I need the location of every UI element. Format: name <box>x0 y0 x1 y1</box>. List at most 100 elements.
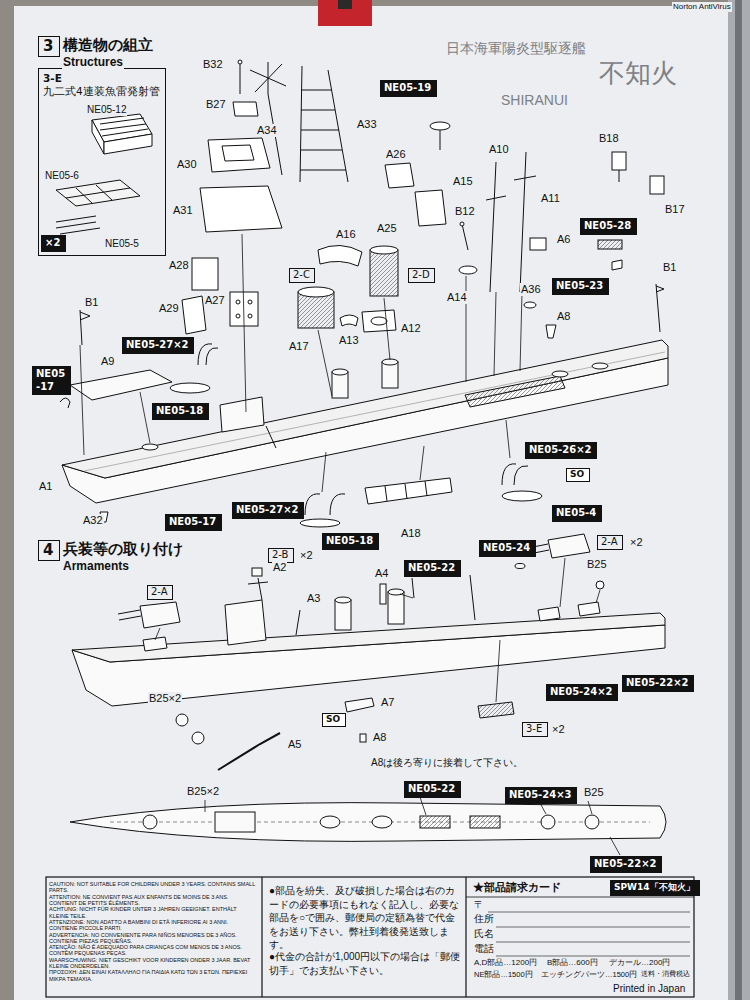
section-heading: 兵装等の取り付け <box>62 540 184 558</box>
form-field: 電話 <box>473 943 495 955</box>
price-item: B部品…600円 <box>546 958 599 968</box>
ship-hull-structures <box>220 397 264 432</box>
ship-parts <box>300 170 346 171</box>
ship-side-view <box>176 714 188 726</box>
ship-parts <box>340 315 358 326</box>
section-heading: Armaments <box>62 559 130 573</box>
leader-line <box>420 446 424 480</box>
ship-parts <box>300 66 302 182</box>
part-code-tag: NE05-17 <box>32 366 71 395</box>
ship-side-view <box>388 592 404 624</box>
photo-background <box>338 0 352 9</box>
option-box: SO <box>322 713 346 727</box>
part-number: B1 <box>84 296 99 309</box>
part-number: A33 <box>356 118 378 131</box>
ship-parts <box>268 62 269 94</box>
ship-parts <box>222 145 254 161</box>
part-code-tag: NE05-17 <box>165 514 222 531</box>
leader-line <box>155 558 600 702</box>
parts-request-frame <box>488 912 690 913</box>
ship-parts <box>486 196 506 200</box>
step-number-box: 4 <box>38 540 60 561</box>
ship-side-view <box>72 534 665 770</box>
ship-parts <box>248 314 252 318</box>
ship-side-view <box>478 702 514 718</box>
part-number: B17 <box>664 203 686 216</box>
part-code-tag: NE05-24 <box>479 540 536 557</box>
part-code-tag: NE05-18 <box>152 403 209 420</box>
ship-parts <box>546 325 556 338</box>
leader-line <box>384 298 390 360</box>
ship-hull-structures <box>60 398 70 408</box>
node-label: NE05-26×2 <box>529 444 593 457</box>
part-code: NE05-12 <box>86 104 127 116</box>
ship-parts <box>238 60 242 64</box>
ship-plan-view <box>143 815 157 829</box>
ship-parts <box>365 478 452 504</box>
show-through-title: 日本海軍陽炎型駆逐艦 <box>445 40 587 57</box>
leader-line <box>540 803 546 814</box>
ship-side-view <box>252 568 262 576</box>
ship-side-view <box>192 732 204 744</box>
ship-side-view <box>118 610 140 614</box>
node-label: ×2 <box>45 237 62 250</box>
ship-parts <box>530 238 546 250</box>
ship-parts <box>301 110 335 111</box>
part-code-tag: NE05-28 <box>580 218 637 235</box>
quantity: ×2 <box>299 549 314 562</box>
ship-hull-structures <box>266 426 276 448</box>
ship-parts <box>405 484 407 499</box>
torpedo-launcher-inset <box>96 185 112 200</box>
ship-hull-structures <box>62 340 668 478</box>
section-heading: 構造物の組立 <box>62 36 154 54</box>
ship-parts <box>514 466 528 485</box>
node-label: NE05-23 <box>556 280 605 293</box>
ship-parts <box>598 240 622 249</box>
part-number: B25 <box>583 786 605 799</box>
ship-plan-view <box>420 816 450 828</box>
part-number: B32 <box>202 58 224 71</box>
leader-line <box>242 234 246 412</box>
ship-side-view <box>296 610 300 635</box>
ship-side-view <box>538 607 560 621</box>
ship-parts <box>514 176 536 180</box>
ship-side-view <box>248 582 268 584</box>
ship-side-view <box>578 602 600 616</box>
part-number: B12 <box>454 205 476 218</box>
node-label: NE05-17 <box>36 368 67 393</box>
ship-parts <box>200 186 282 232</box>
ship-plan-view <box>70 803 666 842</box>
leader-line <box>520 292 522 371</box>
torpedo-launcher-inset <box>92 120 104 154</box>
part-code: NE05-5 <box>104 238 140 250</box>
part-code: NE05-6 <box>44 170 80 182</box>
part-code-tag: NE05-27×2 <box>232 502 304 519</box>
node-label: NE05-27×2 <box>126 339 190 352</box>
option-box: SO <box>566 468 590 482</box>
ship-parts <box>371 317 387 325</box>
leader-line <box>496 640 500 702</box>
node-label: NE05-22 <box>408 783 457 796</box>
part-number: A1 <box>38 480 53 493</box>
part-number: A12 <box>400 322 422 335</box>
ship-parts <box>236 300 240 304</box>
torpedo-launcher-inset <box>76 188 92 203</box>
ship-side-view <box>225 600 266 645</box>
ship-side-view <box>412 578 414 598</box>
part-number: A13 <box>338 334 360 347</box>
ship-plan-view <box>541 815 555 829</box>
part-number: A28 <box>168 259 190 272</box>
torpedo-launcher-inset <box>56 222 96 228</box>
ship-parts <box>430 122 450 130</box>
ship-hull-structures <box>465 376 565 407</box>
ship-hull-structures <box>62 358 668 503</box>
torpedo-launcher-inset <box>60 228 100 234</box>
ship-side-view <box>140 602 180 628</box>
node-label: NE05-24 <box>483 542 532 555</box>
inset-heading: 3-E <box>43 72 161 85</box>
background-text: Norton AntiVirus <box>672 2 732 12</box>
node-label: NE05-17 <box>169 516 218 529</box>
ship-hull-structures <box>60 310 668 503</box>
